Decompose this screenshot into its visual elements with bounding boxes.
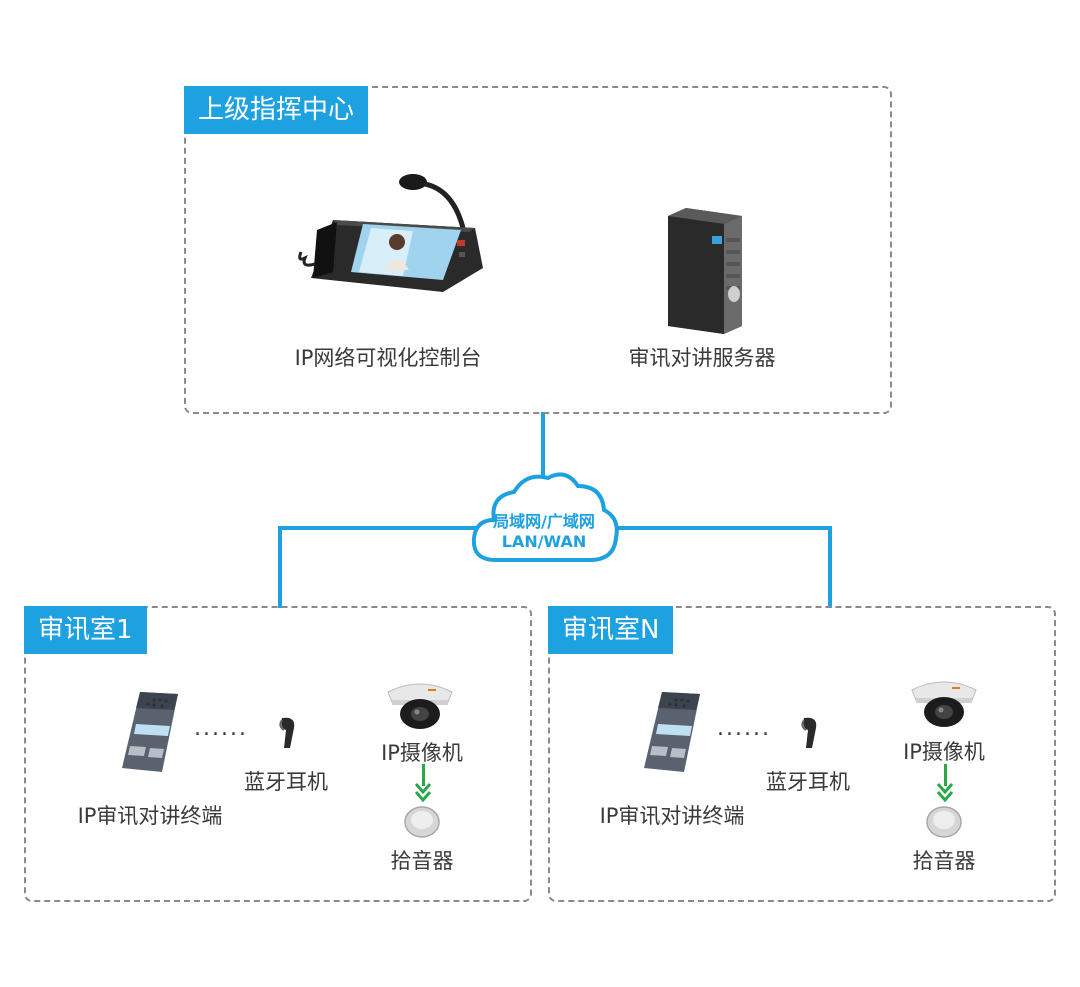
intercom-terminal-icon <box>640 690 704 774</box>
pickup-icon <box>926 806 962 838</box>
terminal-label-1: IP审讯对讲终端 <box>77 804 223 828</box>
dots-1: ...... <box>194 716 248 741</box>
camera-label-1: IP摄像机 <box>381 741 463 765</box>
wire-horizontal-right <box>612 526 832 530</box>
wire-room1-down <box>278 526 282 608</box>
server-icon <box>664 208 744 334</box>
headset-label-1: 蓝牙耳机 <box>244 770 328 794</box>
wire-horizontal-left <box>278 526 478 530</box>
wire-roomN-down <box>828 526 832 608</box>
arrow-down-icon <box>936 764 954 804</box>
server-label: 审讯对讲服务器 <box>628 346 776 370</box>
camera-label-n: IP摄像机 <box>903 740 985 764</box>
pickup-label-n: 拾音器 <box>912 849 976 873</box>
cloud-icon: 局域网/广域网 LAN/WAN <box>466 466 622 570</box>
room-1-title: 审讯室1 <box>24 606 147 654</box>
wire-center-down <box>541 412 545 484</box>
console-icon <box>293 168 493 318</box>
pickup-icon <box>404 806 440 838</box>
ip-camera-icon <box>384 680 456 730</box>
network-label-en: LAN/WAN <box>501 532 587 551</box>
room-1-zone: 审讯室1 <box>24 606 532 902</box>
ip-camera-icon <box>908 678 980 728</box>
bluetooth-headset-icon <box>276 716 300 750</box>
headset-label-n: 蓝牙耳机 <box>766 770 850 794</box>
intercom-terminal-icon <box>118 690 182 774</box>
network-label-cn: 局域网/广域网 <box>493 512 595 531</box>
room-n-title: 审讯室N <box>548 606 674 654</box>
pickup-label-1: 拾音器 <box>390 849 454 873</box>
command-center-zone: 上级指挥中心 <box>184 86 892 414</box>
terminal-label-n: IP审讯对讲终端 <box>599 804 745 828</box>
room-n-zone: 审讯室N <box>548 606 1056 902</box>
bluetooth-headset-icon <box>798 716 822 750</box>
arrow-down-icon <box>414 764 432 804</box>
dots-n: ...... <box>717 716 771 741</box>
console-label: IP网络可视化控制台 <box>294 346 482 370</box>
command-center-title: 上级指挥中心 <box>184 86 369 134</box>
